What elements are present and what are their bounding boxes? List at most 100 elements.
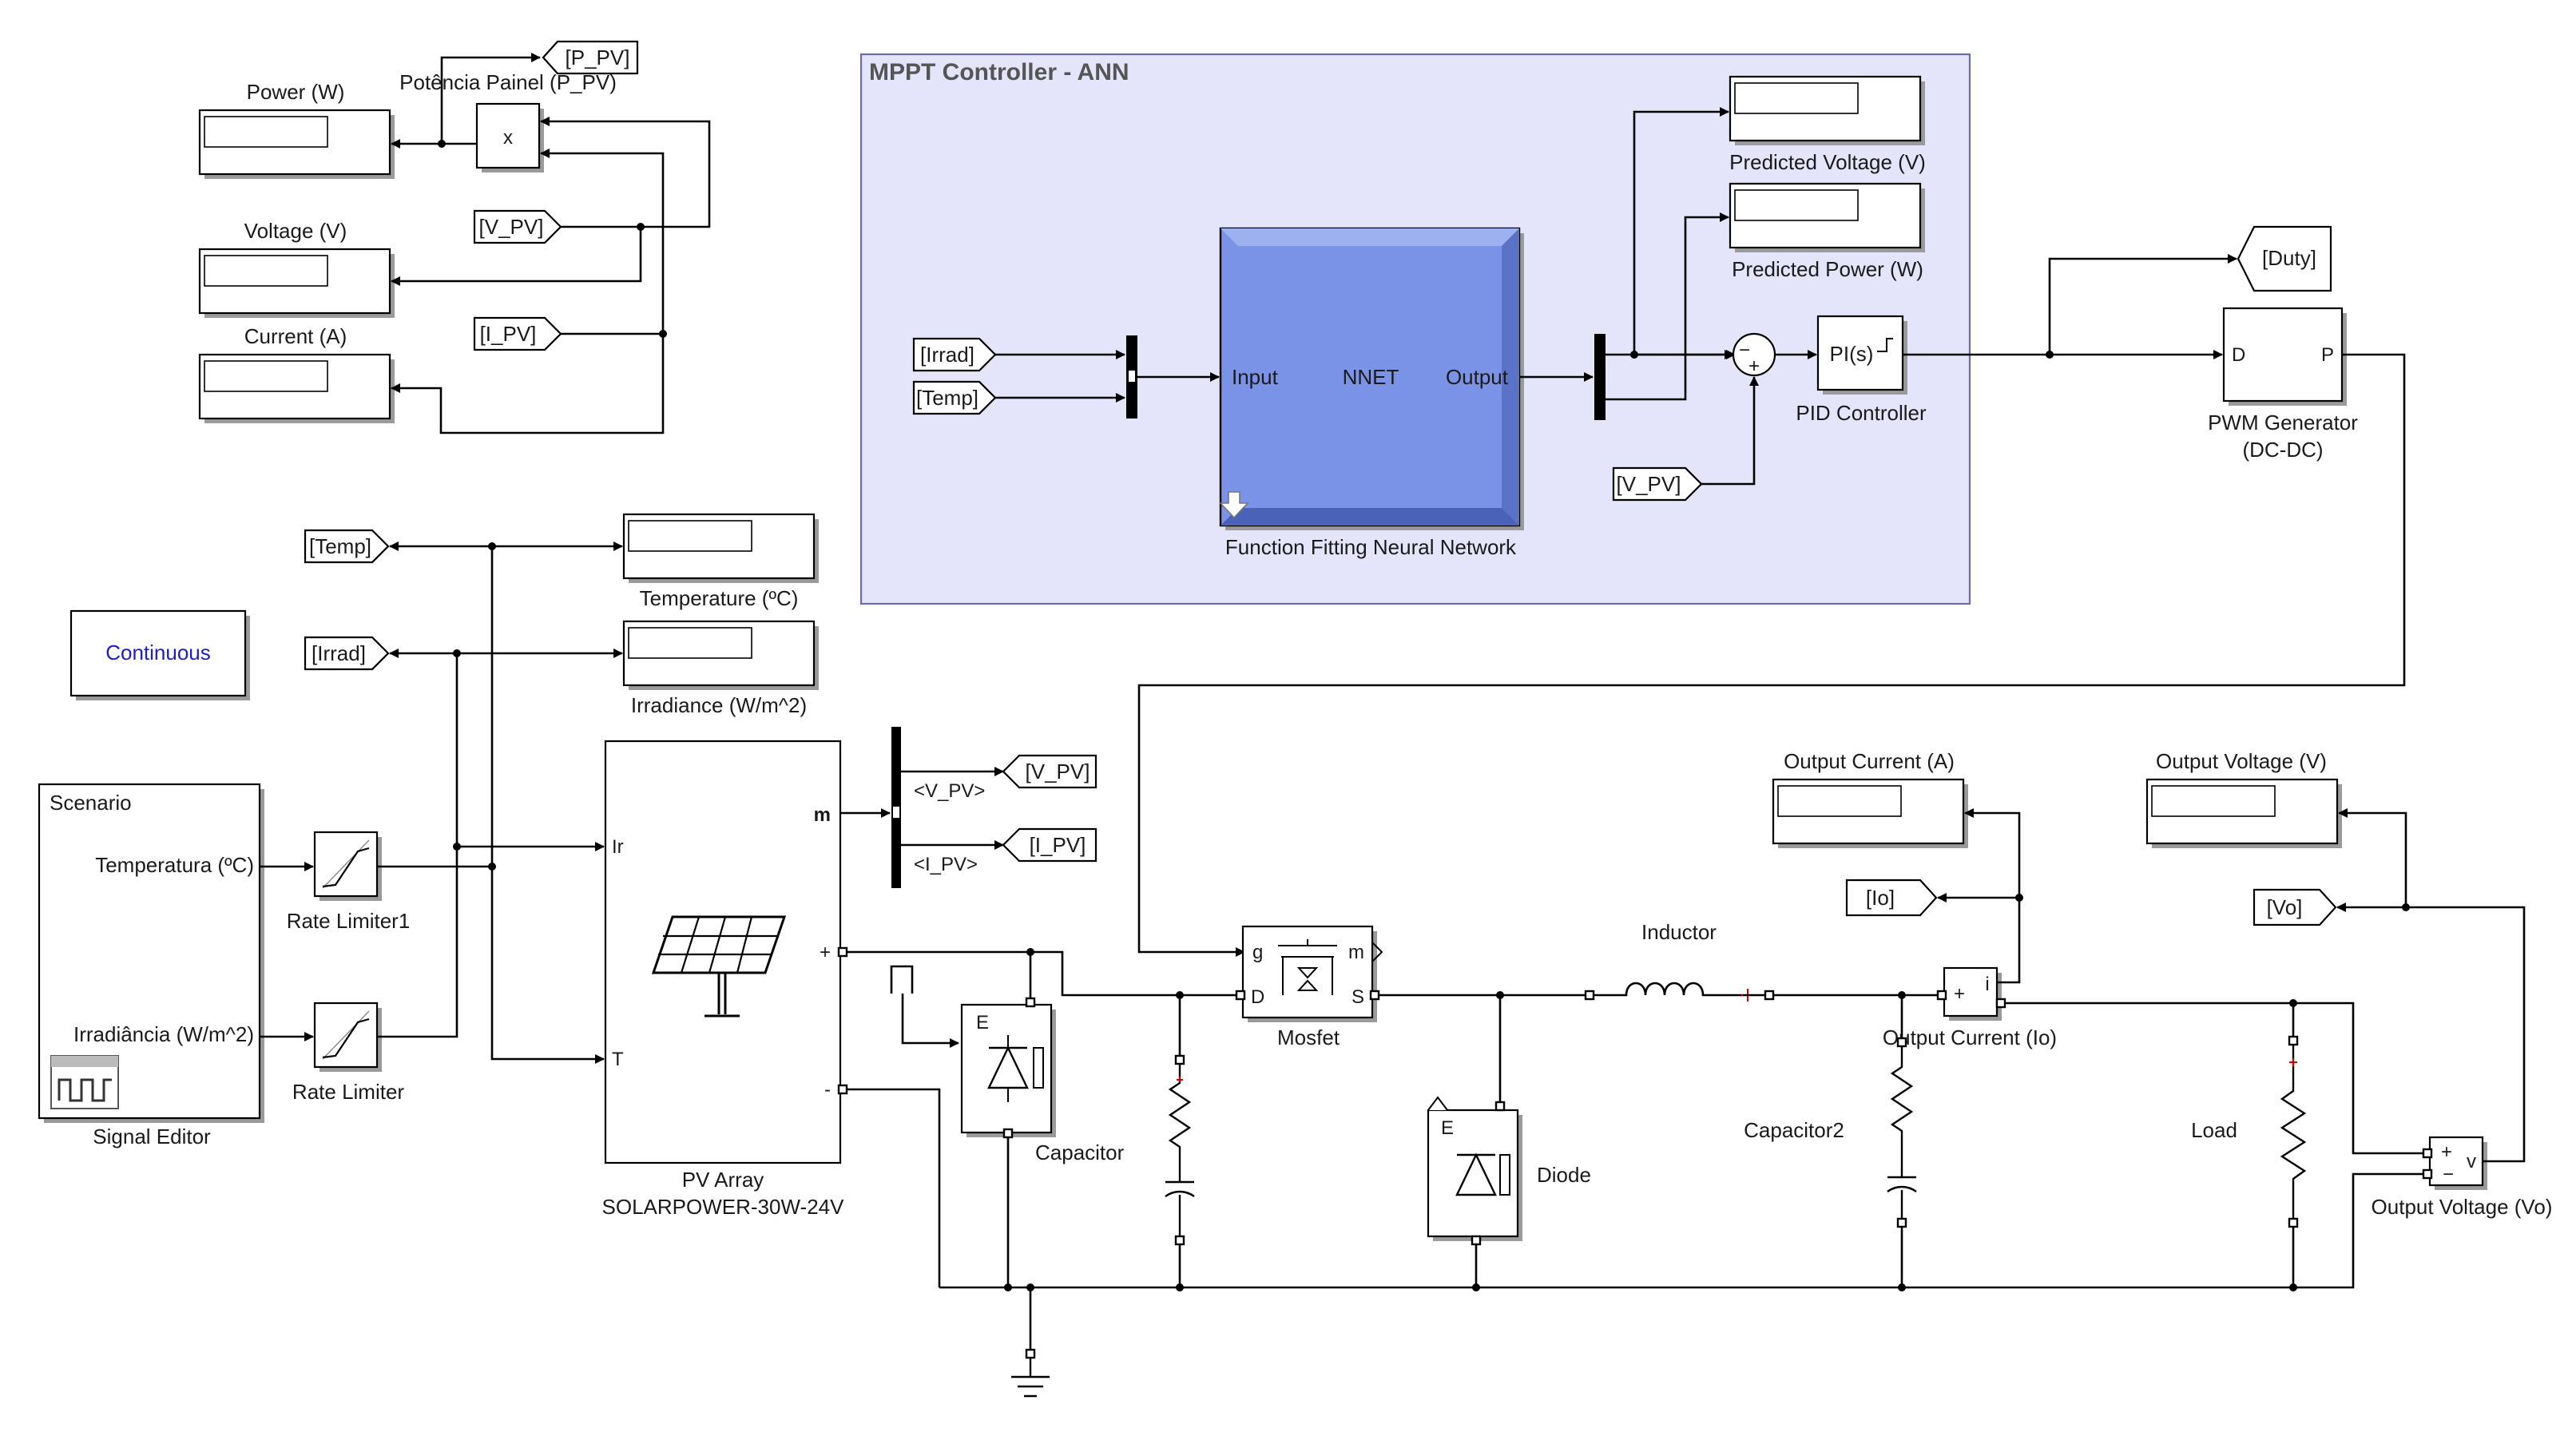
from-tag-v-pv-top[interactable]: [V_PV] — [473, 209, 562, 244]
current-display[interactable] — [198, 353, 395, 423]
output-current-display[interactable] — [1772, 778, 1968, 848]
demux-ann-output[interactable] — [1594, 334, 1606, 420]
mosfet-block[interactable]: g m D S — [1241, 925, 1383, 1022]
irradiance-display-label: Irradiance (W/m^2) — [631, 693, 807, 717]
svg-text:[Temp]: [Temp] — [916, 386, 978, 410]
down-arrow-icon — [1219, 491, 1249, 519]
nnet-label: Function Fitting Neural Network — [1225, 535, 1517, 559]
diode-block[interactable]: E — [1427, 1096, 1522, 1241]
predicted-voltage-label: Predicted Voltage (V) — [1729, 150, 1926, 174]
product-block[interactable]: x — [475, 102, 544, 173]
signal-editor-block[interactable]: Scenario Temperatura (ºC) Irradiância (W… — [38, 783, 264, 1123]
bus-selector-pv[interactable] — [891, 727, 901, 888]
current-sensor-i: i — [1985, 974, 1989, 995]
predicted-voltage-display[interactable] — [1729, 75, 1925, 145]
predicted-power-display[interactable] — [1729, 182, 1925, 252]
ground-icon — [1011, 1348, 1050, 1398]
bus-signal-i-pv: <I_PV> — [914, 854, 978, 875]
pv-port-m: m — [814, 804, 831, 826]
diode-label: Diode — [1537, 1163, 1591, 1187]
vsensor-minus-sign: − — [2443, 1164, 2454, 1185]
pwm-port-p: P — [2321, 344, 2334, 366]
capacitor2-label: Capacitor2 — [1744, 1118, 1844, 1142]
from-tag-irrad-ann[interactable]: [Irrad] — [912, 337, 997, 372]
pv-port-minus: - — [824, 1079, 831, 1101]
goto-tag-duty[interactable]: [Duty] — [2237, 225, 2332, 292]
from-tag-temp-ann[interactable]: [Temp] — [912, 380, 997, 415]
svg-text:[I_PV]: [I_PV] — [1030, 833, 1086, 857]
from-tag-v-pv-ann[interactable]: [V_PV] — [1612, 466, 1703, 502]
svg-text:[Irrad]: [Irrad] — [920, 343, 974, 367]
switch-ideal-block[interactable]: E — [960, 1003, 1056, 1137]
sensor-plus-sign: + — [1954, 983, 1965, 1005]
rate-limiter1-label: Rate Limiter1 — [287, 909, 411, 933]
inductor-label: Inductor — [1641, 920, 1717, 944]
mosfet-port-s: S — [1352, 986, 1364, 1008]
pid-symbol: PI(s) — [1830, 342, 1874, 366]
output-current-display-label: Output Current (A) — [1784, 749, 1955, 773]
goto-tag-vo[interactable]: [Vo] — [2253, 888, 2337, 926]
goto-tag-p-pv[interactable]: [P_PV] — [542, 40, 639, 75]
scenario-out-temperatura: Temperatura (ºC) — [95, 853, 254, 877]
load-resistor[interactable] — [2280, 1035, 2307, 1228]
output-voltage-display-label: Output Voltage (V) — [2156, 749, 2327, 773]
pid-controller-label: PID Controller — [1796, 401, 1927, 425]
svg-text:[Io]: [Io] — [1866, 886, 1895, 910]
pv-array-block[interactable]: Ir T m + - — [604, 740, 848, 1164]
pv-array-label: PV Array — [682, 1168, 764, 1192]
mosfet-port-d: D — [1251, 986, 1264, 1008]
output-voltage-sensor[interactable]: + − v — [2428, 1136, 2487, 1190]
pv-port-t: T — [612, 1049, 624, 1070]
pwm-port-d: D — [2232, 344, 2245, 366]
pv-port-plus: + — [820, 942, 831, 963]
from-tag-i-pv-top[interactable]: [I_PV] — [473, 316, 562, 351]
temperature-display[interactable] — [622, 513, 819, 583]
mosfet-port-g: g — [1252, 942, 1263, 963]
output-voltage-sensor-label: Output Voltage (Vo) — [2372, 1195, 2553, 1219]
signal-editor-icon — [50, 1055, 119, 1109]
pulse-icon — [890, 965, 914, 994]
solar-panel-icon — [651, 915, 787, 1017]
svg-text:[P_PV]: [P_PV] — [566, 46, 630, 69]
sum-block[interactable]: − + — [1732, 332, 1776, 377]
diode-e-label: E — [1441, 1117, 1454, 1139]
pwm-generator-block[interactable]: D P — [2222, 307, 2347, 406]
svg-text:[Vo]: [Vo] — [2267, 895, 2303, 919]
pv-port-ir: Ir — [612, 836, 624, 858]
bus-signal-v-pv: <V_PV> — [914, 780, 985, 802]
output-current-sensor[interactable]: + i — [1943, 966, 2002, 1021]
continuous-powergui-block[interactable]: Continuous — [69, 609, 250, 700]
rate-limiter-block[interactable] — [313, 1002, 382, 1072]
power-display[interactable] — [198, 109, 395, 179]
load-label: Load — [2191, 1118, 2237, 1142]
nnet-block[interactable]: Input NNET Output — [1219, 227, 1524, 530]
goto-tag-v-pv[interactable]: [V_PV] — [1002, 754, 1097, 789]
signal-editor-label: Signal Editor — [93, 1125, 211, 1148]
voltage-display[interactable] — [198, 248, 395, 318]
mux-ann-input[interactable] — [1126, 335, 1137, 419]
output-voltage-display[interactable] — [2145, 778, 2342, 848]
scenario-out-irradiancia: Irradiância (W/m^2) — [73, 1022, 254, 1046]
capacitor2-branch[interactable] — [1887, 1037, 1917, 1228]
inductor-block[interactable] — [1590, 982, 1754, 1002]
predicted-power-label: Predicted Power (W) — [1732, 257, 1923, 281]
product-symbol: x — [503, 127, 513, 149]
output-current-sensor-label: Output Current (Io) — [1883, 1025, 2057, 1049]
svg-text:[Duty]: [Duty] — [2262, 246, 2316, 270]
vsensor-plus-sign: + — [2441, 1141, 2452, 1163]
mosfet-port-m: m — [1348, 942, 1364, 963]
goto-tag-irrad[interactable]: [Irrad] — [304, 636, 390, 671]
svg-text:[Temp]: [Temp] — [309, 534, 371, 558]
goto-tag-temp[interactable]: [Temp] — [304, 529, 390, 564]
continuous-label: Continuous — [105, 641, 211, 664]
capacitor-input-branch[interactable] — [1165, 1054, 1195, 1246]
pv-array-model-label: SOLARPOWER-30W-24V — [602, 1195, 845, 1219]
pwm-generator-label2: (DC-DC) — [2242, 438, 2323, 462]
capacitor-label: Capacitor — [1035, 1140, 1125, 1164]
irradiance-display[interactable] — [622, 620, 819, 690]
rate-limiter1-block[interactable] — [313, 831, 382, 901]
goto-tag-io[interactable]: [Io] — [1845, 879, 1938, 917]
pid-controller-block[interactable]: PI(s) — [1816, 315, 1907, 395]
goto-tag-i-pv[interactable]: [I_PV] — [1002, 827, 1097, 863]
